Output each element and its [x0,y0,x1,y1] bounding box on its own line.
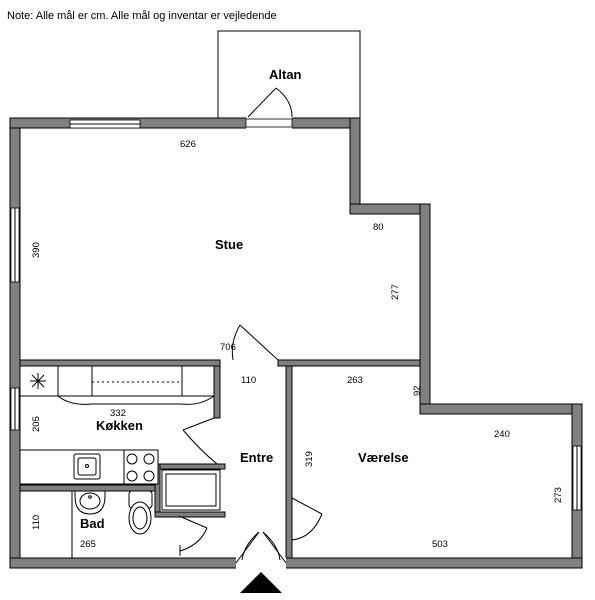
room-label-stue: Stue [215,237,243,252]
windows [10,119,582,511]
balcony-outline [217,30,361,121]
room-label-koekken: Køkken [96,418,143,433]
dim-vaerelse-right: 273 [553,487,564,503]
stove-icon [126,453,155,482]
inner-walls [19,359,421,559]
balcony-door [245,87,293,128]
plan-note: Note: Alle mål er cm. Alle mål og invent… [7,10,277,22]
shower-area [19,490,73,559]
room-label-entre: Entre [240,450,273,465]
dim-vaerelse-left: 319 [304,451,315,467]
dim-stue-depth: 390 [31,242,42,258]
door-kitchen [182,417,218,465]
dim-entre-width: 110 [241,375,256,386]
dim-vaerelse-top: 263 [347,375,363,386]
dim-vaerelse-mid: 240 [494,429,510,440]
room-label-altan: Altan [269,67,302,82]
dim-koekken-depth: 205 [31,416,42,432]
fridge [161,469,221,511]
dim-stue-notch: 80 [373,222,384,233]
dim-bad-width: 265 [80,539,96,550]
entrance-arrow-icon [240,572,282,593]
dim-vaerelse-bottom: 503 [432,539,448,550]
dim-stue-width: 626 [180,139,196,150]
dim-stue-diag: 706 [220,342,236,353]
kitchen-counter [19,449,159,485]
toilet [128,490,153,535]
door-bathroom [178,515,208,556]
dim-vaerelse-notch: 92 [412,385,423,396]
dim-bad-depth: 110 [31,515,42,530]
entrance-door [235,531,287,564]
bathroom-sink [74,490,106,515]
room-label-vaerelse: Værelse [358,450,409,465]
room-label-bad: Bad [80,516,105,531]
door-bedroom [291,497,323,541]
kitchen-upper-cabinets [19,365,215,405]
extractor-fan-icon [30,373,46,389]
dim-koekken-width: 332 [110,408,126,419]
door-living-room [231,324,279,361]
dim-stue-right-height: 277 [390,284,401,300]
